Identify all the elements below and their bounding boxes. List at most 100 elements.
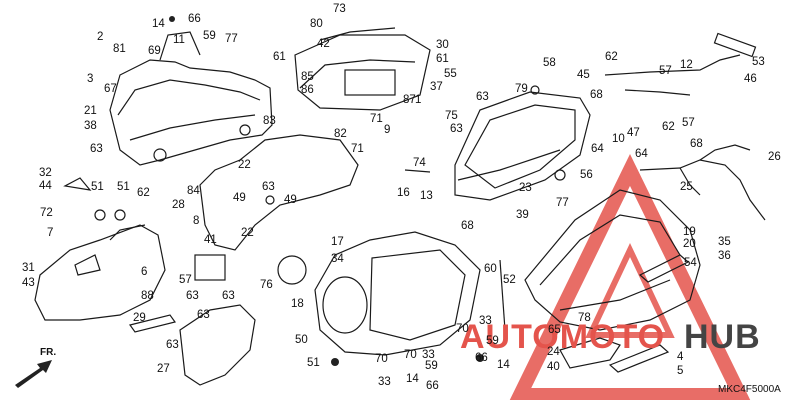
- part-label: 18: [291, 298, 304, 310]
- part-label: 79: [515, 83, 528, 95]
- part-label: 34: [331, 253, 344, 265]
- part-label: 59: [425, 360, 438, 372]
- diagram-code: MKC4F5000A: [718, 384, 781, 395]
- part-label: 76: [260, 279, 273, 291]
- part-label: 73: [333, 3, 346, 15]
- part-label: 87: [403, 94, 416, 106]
- part-label: 63: [476, 91, 489, 103]
- part-label: 22: [241, 227, 254, 239]
- front-label: FR.: [40, 347, 56, 358]
- part-label: 59: [203, 30, 216, 42]
- part-label: 88: [141, 290, 154, 302]
- part-label: 63: [186, 290, 199, 302]
- part-label: 44: [39, 180, 52, 192]
- part-label: 25: [680, 181, 693, 193]
- part-label: 5: [677, 365, 683, 377]
- part-label: 39: [516, 209, 529, 221]
- part-label: 49: [284, 194, 297, 206]
- part-label: 20: [683, 238, 696, 250]
- part-label: 50: [295, 334, 308, 346]
- part-label: 14: [152, 18, 165, 30]
- part-label: 40: [547, 361, 560, 373]
- part-label: 32: [39, 167, 52, 179]
- part-label: 43: [22, 277, 35, 289]
- part-label: 1: [415, 94, 421, 106]
- part-label: 74: [413, 157, 426, 169]
- part-label: 57: [659, 65, 672, 77]
- part-label: 6: [141, 266, 147, 278]
- part-frame-body: [109, 31, 273, 166]
- part-small-hardware: [63, 16, 566, 366]
- part-trim-strips: [128, 254, 690, 373]
- part-label: 56: [580, 169, 593, 181]
- part-label: 81: [113, 43, 126, 55]
- part-label: 80: [310, 18, 323, 30]
- part-cover-24: [559, 337, 621, 369]
- part-label: 14: [406, 373, 419, 385]
- part-label: 64: [635, 148, 648, 160]
- part-label: 86: [301, 84, 314, 96]
- part-label: 63: [222, 290, 235, 302]
- part-label: 71: [351, 143, 364, 155]
- watermark-logo: [509, 154, 751, 400]
- part-gasket-27: [179, 304, 256, 386]
- part-label: 82: [334, 128, 347, 140]
- part-label: 64: [591, 143, 604, 155]
- part-label: 63: [450, 123, 463, 135]
- part-label: 27: [157, 363, 170, 375]
- front-arrow: FR.: [15, 347, 56, 388]
- part-label: 11: [173, 34, 185, 46]
- part-label: 70: [375, 353, 388, 365]
- part-label: 63: [90, 143, 103, 155]
- part-label: 59: [486, 335, 499, 347]
- part-label: 68: [590, 89, 603, 101]
- part-label: 9: [384, 124, 390, 136]
- part-label: 66: [475, 352, 488, 364]
- part-label: 24: [547, 346, 560, 358]
- part-label: 29: [133, 312, 146, 324]
- part-label: 68: [461, 220, 474, 232]
- part-trunk-lid: [454, 91, 591, 201]
- part-label: 71: [370, 113, 383, 125]
- part-label: 77: [225, 33, 238, 45]
- part-label: 31: [22, 262, 35, 274]
- part-label: 66: [188, 13, 201, 25]
- part-label: 8: [193, 215, 199, 227]
- part-label: 63: [197, 309, 210, 321]
- part-label: 57: [179, 274, 192, 286]
- part-label: 17: [331, 236, 344, 248]
- part-label: 62: [605, 51, 618, 63]
- part-label: 52: [503, 274, 516, 286]
- part-label: 66: [426, 380, 439, 392]
- part-label: 72: [40, 207, 53, 219]
- part-label: 14: [497, 359, 510, 371]
- part-label: 28: [172, 199, 185, 211]
- part-label: 54: [684, 257, 697, 269]
- part-label: 26: [768, 151, 781, 163]
- part-label: 33: [422, 349, 435, 361]
- part-label: 63: [262, 181, 275, 193]
- watermark-text-right: HUB: [684, 318, 761, 356]
- part-label: 47: [627, 127, 640, 139]
- part-label: 51: [307, 357, 320, 369]
- part-label: 46: [744, 73, 757, 85]
- part-label: 78: [578, 312, 591, 324]
- part-label: 51: [117, 181, 130, 193]
- part-label: 36: [718, 250, 731, 262]
- part-label: 61: [436, 53, 449, 65]
- part-label: 4: [677, 351, 684, 363]
- part-label: 55: [444, 68, 457, 80]
- part-label: 83: [263, 115, 276, 127]
- part-label: 35: [718, 236, 731, 248]
- part-label: 12: [680, 59, 693, 71]
- part-label: 68: [690, 138, 703, 150]
- part-label: 69: [148, 45, 161, 57]
- part-label: 70: [456, 323, 469, 335]
- part-label: 10: [612, 133, 625, 145]
- part-label: 13: [420, 190, 433, 202]
- part-label: 19: [683, 226, 696, 238]
- part-bracket-top-right: [604, 32, 757, 96]
- part-label: 51: [91, 181, 104, 193]
